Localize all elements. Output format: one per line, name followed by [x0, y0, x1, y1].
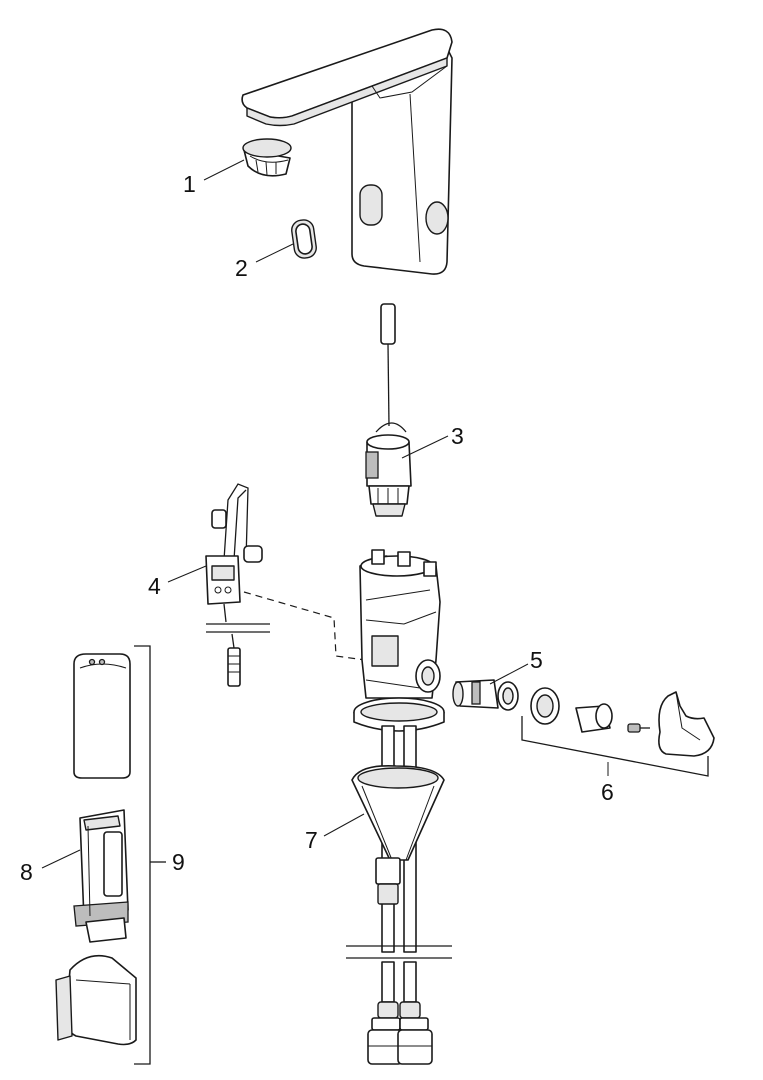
part-4-sensor-electronics	[205, 483, 270, 687]
label-part-8: 8	[20, 859, 33, 885]
label-part-4: 4	[148, 573, 161, 599]
valve-housing	[353, 549, 445, 732]
battery-cover	[73, 653, 131, 779]
label-part-6: 6	[601, 779, 614, 805]
part-1-aerator	[242, 138, 292, 177]
part-7-mounting-fixture	[351, 764, 445, 905]
label-part-3: 3	[451, 423, 464, 449]
part-9-bracket	[134, 645, 151, 1065]
part-6-bracket	[521, 716, 709, 777]
part-8-battery-holder	[73, 809, 129, 943]
battery-compartment	[55, 954, 137, 1046]
label-part-7: 7	[305, 827, 318, 853]
leader-lines	[41, 159, 609, 869]
part-5-cartridge	[452, 679, 519, 711]
part-2-sensor-window	[291, 219, 317, 259]
faucet-body	[241, 28, 453, 275]
part-6-handle-set	[530, 687, 715, 757]
label-part-2: 2	[235, 255, 248, 281]
label-part-5: 5	[530, 647, 543, 673]
cable-routing-dashed-line	[243, 591, 381, 663]
part-3-solenoid-valve	[365, 303, 412, 517]
label-part-1: 1	[183, 171, 196, 197]
label-part-9: 9	[172, 849, 185, 875]
